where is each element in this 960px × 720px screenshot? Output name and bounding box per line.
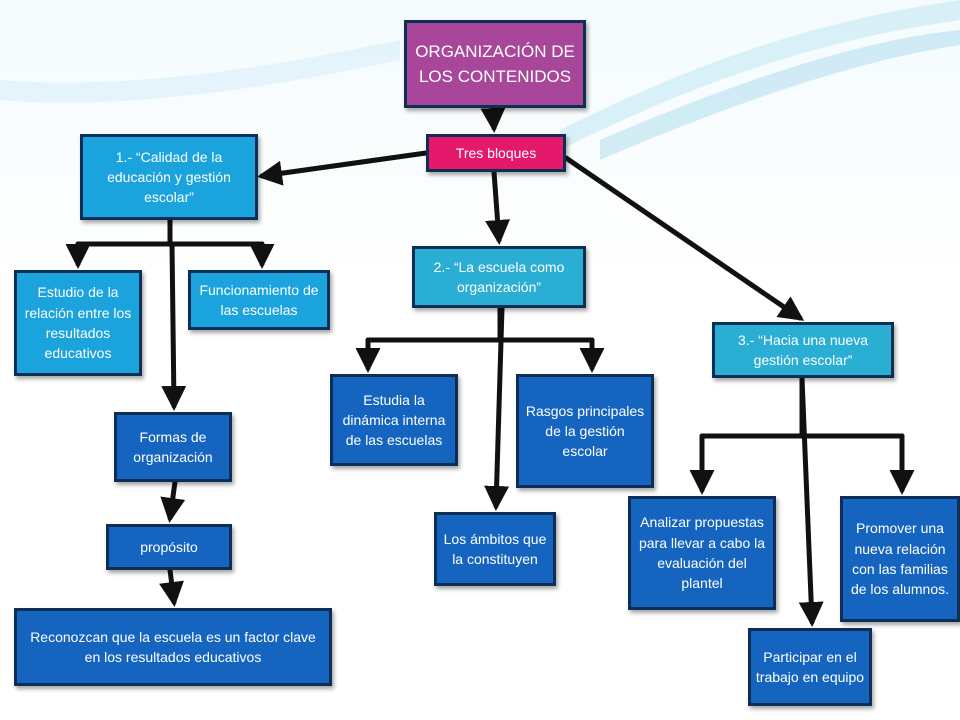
block3-participar-node: Participar en el trabajo en equipo (748, 628, 872, 706)
block3-node-text: 3.- “Hacia una nueva gestión escolar” (738, 331, 868, 368)
block3-analizar-text: Analizar propuestas para llevar a cabo l… (638, 514, 766, 592)
block1-funcionamiento-text: Funcionamiento de las escuelas (199, 281, 319, 318)
root-node: Tres bloques (426, 134, 566, 172)
block2-rasgos-node: Rasgos principales de la gestión escolar (516, 374, 654, 488)
block1-funcionamiento-node: Funcionamiento de las escuelas (188, 270, 330, 330)
block3-analizar-node: Analizar propuestas para llevar a cabo l… (628, 496, 776, 610)
block1-node: 1.- “Calidad de la educación y gestión e… (80, 134, 258, 220)
block1-node-text: 1.- “Calidad de la educación y gestión e… (107, 148, 231, 206)
block1-proposito-node: propósito (106, 524, 232, 570)
block1-estudio-text: Estudio de la relación entre los resulta… (24, 284, 132, 362)
block1-reconozcan-node: Reconozcan que la escuela es un factor c… (14, 608, 332, 686)
block1-estudio-node: Estudio de la relación entre los resulta… (14, 270, 142, 376)
block3-promover-text: Promover una nueva relación con las fami… (850, 520, 950, 598)
block1-formas-text: Formas de organización (133, 428, 213, 465)
block3-node: 3.- “Hacia una nueva gestión escolar” (712, 322, 894, 378)
block2-estudia-text: Estudia la dinámica interna de las escue… (342, 391, 446, 449)
block3-promover-node: Promover una nueva relación con las fami… (840, 496, 960, 622)
root-node-text: Tres bloques (455, 144, 537, 161)
block2-ambitos-node: Los ámbitos que la constituyen (434, 512, 556, 586)
diagram-title-text: ORGANIZACIÓN DE LOS CONTENIDOS (415, 41, 575, 87)
block2-node-text: 2.- “La escuela como organización” (433, 258, 565, 295)
block2-rasgos-text: Rasgos principales de la gestión escolar (525, 402, 645, 460)
block1-proposito-text: propósito (140, 538, 198, 555)
block1-reconozcan-text: Reconozcan que la escuela es un factor c… (30, 628, 316, 665)
block2-node: 2.- “La escuela como organización” (412, 246, 586, 308)
block2-estudia-node: Estudia la dinámica interna de las escue… (330, 374, 458, 466)
block3-participar-text: Participar en el trabajo en equipo (755, 648, 865, 685)
block2-ambitos-text: Los ámbitos que la constituyen (443, 530, 547, 567)
block1-formas-node: Formas de organización (114, 412, 232, 482)
diagram-title: ORGANIZACIÓN DE LOS CONTENIDOS (404, 20, 586, 108)
